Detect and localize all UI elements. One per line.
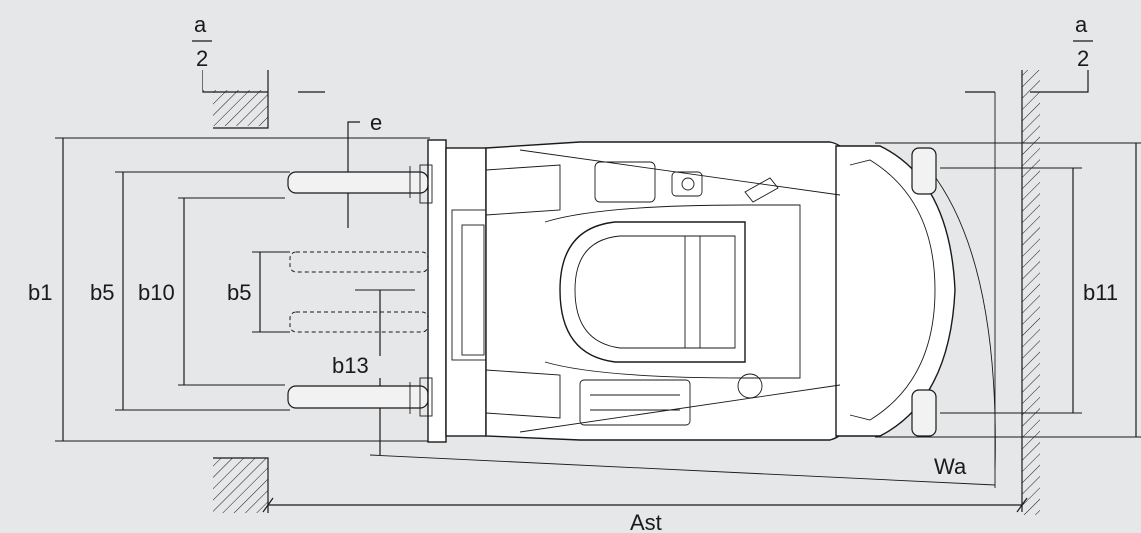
display-box bbox=[671, 171, 703, 197]
wall-top-left bbox=[203, 70, 325, 129]
wall-bottom-left-hatch bbox=[213, 458, 268, 513]
a-half-right-denominator: 2 bbox=[1077, 46, 1089, 71]
wall-top-left-mask bbox=[203, 70, 268, 90]
fork-top bbox=[287, 171, 429, 194]
wall-right-hatch bbox=[1022, 70, 1040, 515]
wa-turn-arc bbox=[929, 169, 996, 471]
a-half-right-numerator: a bbox=[1075, 12, 1088, 37]
rear-wheel-top bbox=[911, 147, 937, 195]
control-lever-icon bbox=[744, 177, 779, 203]
b5-outer-dimension: b5 bbox=[90, 171, 290, 411]
b11-label: b11 bbox=[1083, 280, 1118, 305]
wa-turn-line bbox=[369, 454, 996, 486]
steering-knob-icon bbox=[737, 373, 763, 399]
forks bbox=[287, 166, 429, 414]
truck bbox=[419, 139, 956, 443]
carriage-hook-bottom bbox=[419, 377, 433, 417]
hood-line-top bbox=[519, 149, 841, 196]
front-wheel-housing-top bbox=[485, 164, 561, 216]
pedal-housing bbox=[579, 379, 691, 426]
e-label: e bbox=[370, 110, 382, 135]
seat-cushion bbox=[574, 235, 736, 349]
a-half-marker-right: a 2 bbox=[965, 12, 1093, 93]
fork-carriage bbox=[427, 139, 447, 443]
b5-outer-label: b5 bbox=[90, 280, 114, 305]
ast-tick-left bbox=[262, 497, 274, 513]
front-wheel-housing-bottom bbox=[485, 369, 561, 419]
mast-frame bbox=[445, 147, 487, 437]
b13-label: b13 bbox=[332, 353, 369, 378]
a-half-left-denominator: 2 bbox=[196, 46, 208, 71]
wall-right bbox=[994, 70, 1040, 515]
carriage-hook-top bbox=[419, 164, 433, 204]
b1-label: b1 bbox=[28, 280, 52, 305]
e-dimension: e bbox=[347, 110, 382, 228]
b11-dimension: b11 bbox=[875, 142, 1141, 438]
ast-dimension: Ast bbox=[262, 497, 1028, 533]
ast-tick-right bbox=[1016, 497, 1028, 513]
operator-seat bbox=[559, 221, 746, 363]
b13-dimension: b13 bbox=[332, 289, 415, 455]
wall-bottom-left bbox=[213, 457, 269, 513]
instrument-panel bbox=[594, 161, 656, 203]
b5-inner-dimension: b5 bbox=[227, 251, 290, 333]
wall-top-left-edge bbox=[213, 70, 269, 129]
wa-dimension: Wa bbox=[369, 169, 996, 486]
wall-bottom-left-edge bbox=[213, 457, 269, 513]
ast-label: Ast bbox=[630, 510, 662, 533]
fork-inner-top-dashed bbox=[289, 251, 429, 273]
a-half-right-bracket bbox=[1030, 70, 1089, 93]
b10-dimension: b10 bbox=[138, 197, 285, 386]
counterweight-inner bbox=[849, 159, 936, 421]
counterweight bbox=[835, 145, 956, 437]
rear-wheel-bottom bbox=[911, 389, 937, 437]
overhead-guard bbox=[544, 204, 801, 379]
fork-bottom bbox=[287, 385, 429, 409]
fork-inner-bottom-dashed bbox=[289, 311, 429, 333]
b1-dimension: b1 bbox=[28, 137, 430, 442]
wa-label: Wa bbox=[934, 454, 967, 479]
mast-inner-left bbox=[461, 224, 485, 356]
b5-inner-label: b5 bbox=[227, 280, 251, 305]
b10-label: b10 bbox=[138, 280, 175, 305]
key-switch-icon bbox=[681, 177, 695, 191]
a-half-left-numerator: a bbox=[194, 12, 207, 37]
hood-line-bottom bbox=[519, 384, 841, 433]
